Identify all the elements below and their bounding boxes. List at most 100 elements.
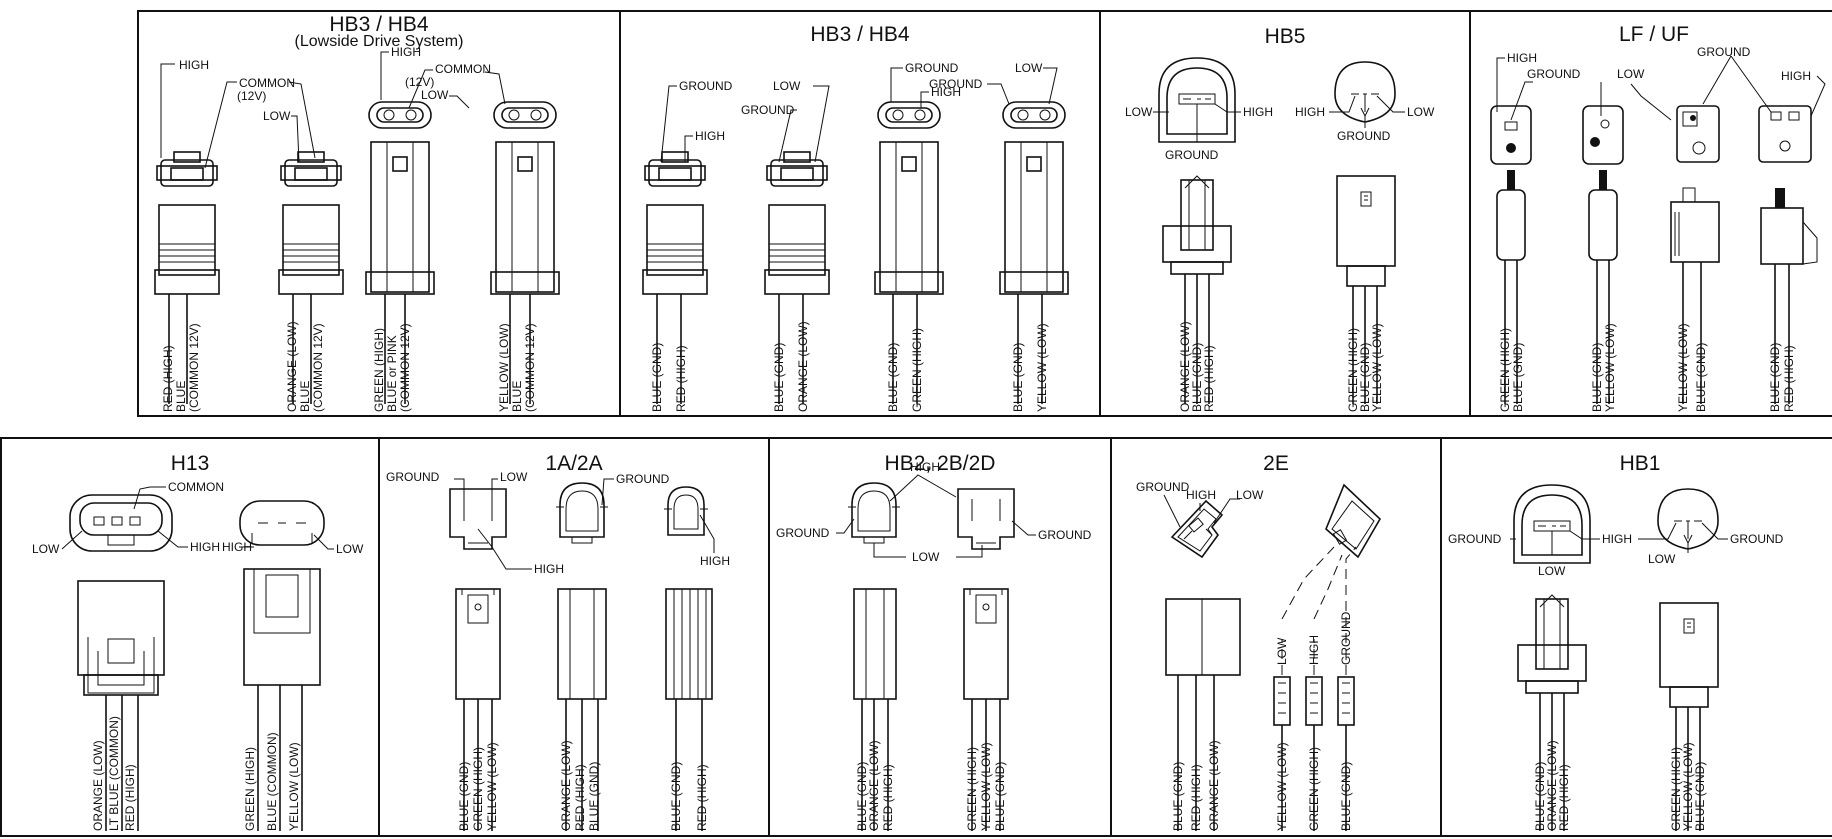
connector-hb3-side-1 xyxy=(642,151,708,404)
wire-label: BLUE (GND) xyxy=(993,762,1007,831)
label-ground-2: GROUND xyxy=(1730,532,1784,546)
label-high: HIGH xyxy=(1186,488,1216,502)
label-low: LOW xyxy=(500,470,528,484)
panel-hb5: HB5 LOW GROUND HIGH HIGH xyxy=(1099,10,1471,417)
wire-label: ORANGE (LOW) xyxy=(285,321,299,412)
wire-label: (COMMON 12V) xyxy=(311,323,325,412)
label-low: LOW xyxy=(1236,488,1264,502)
wire-label: ORANGE (LOW) xyxy=(1178,321,1192,412)
wire-label: GREEN (HIGH) xyxy=(1346,328,1360,412)
panel-title: HB1 xyxy=(1619,452,1661,475)
panel-title: LF / UF xyxy=(1618,23,1689,46)
panel-title: 1A/2A xyxy=(545,452,603,475)
label-low: LOW xyxy=(1125,105,1153,119)
wire-label: YELLOW (LOW) xyxy=(1275,742,1289,831)
connector-hb3-face-3 xyxy=(874,101,944,404)
connector-2e-body xyxy=(1165,598,1241,831)
label-low-2: LOW xyxy=(336,542,364,556)
panel-hb3-hb4-lowside: HB3 / HB4 (Lowside Drive System) xyxy=(137,10,621,417)
wire-label: BLUE (GND) xyxy=(1171,762,1185,831)
connector-2e-angled xyxy=(1325,483,1382,559)
hb5-diagram: LOW GROUND HIGH HIGH GROUND LOW ORANGE (… xyxy=(1125,57,1435,412)
label-high: HIGH xyxy=(534,562,564,576)
wire-label: RED (HIGH) xyxy=(573,764,587,831)
terminal-2e-3 xyxy=(1337,676,1355,831)
wire-label: YELLOW (LOW) xyxy=(1370,323,1384,412)
label-ground-3: GROUND xyxy=(905,61,959,75)
wire-label: BLUE (GND) xyxy=(1358,343,1372,412)
connector-2e-face xyxy=(1170,499,1224,559)
label-high: HIGH xyxy=(190,540,220,554)
wire-label: BLUE (GND) xyxy=(1768,343,1782,412)
label-ground: GROUND xyxy=(1165,148,1219,162)
wire-label: RED (HIGH) xyxy=(695,764,709,831)
label-12v: (12V) xyxy=(237,89,266,103)
panel-hb3-hb4: HB3 / HB4 xyxy=(619,10,1101,417)
panel-title: HB2, 2B/2D xyxy=(884,452,996,475)
label-low-4: LOW xyxy=(1015,61,1043,75)
wire-label: BLUE (GND) xyxy=(855,762,869,831)
connector-lfuf-2 xyxy=(1582,105,1624,404)
connector-hb5-face-1 xyxy=(1158,57,1236,404)
wire-label: ORANGE (LOW) xyxy=(91,740,105,831)
connector-lfuf-1 xyxy=(1490,105,1532,404)
panel-title: H13 xyxy=(170,452,210,475)
label-high-2: HIGH xyxy=(1781,69,1811,83)
label-high: HIGH xyxy=(910,460,940,474)
label-low-vertical: LOW xyxy=(1275,637,1289,665)
label-ground-2: GROUND xyxy=(741,103,795,117)
wire-label: RED (HIGH) xyxy=(1782,345,1796,412)
wire-label: BLUE (GND) xyxy=(457,762,471,831)
label-low: LOW xyxy=(912,550,940,564)
panel-hb1: HB1 GROUND LOW HIGH LOW xyxy=(1440,437,1832,837)
a12-diagram: GROUND LOW HIGH GROUND HIGH BLUE (GND) G… xyxy=(386,470,730,831)
wire-label: RED (HIGH) xyxy=(881,764,895,831)
label-ground: GROUND xyxy=(386,470,440,484)
wire-label: (COMMON 12V) xyxy=(187,323,201,412)
connector-h13-face-1 xyxy=(69,494,173,831)
wire-label: RED (HIGH) xyxy=(1557,764,1571,831)
connector-hb3-side-1 xyxy=(154,151,220,404)
wire-label: YELLOW (LOW) xyxy=(1603,323,1617,412)
wire-label: BLUE (GND) xyxy=(1533,762,1547,831)
label-high: HIGH xyxy=(1507,51,1537,65)
wire-label: BLUE (GND) xyxy=(650,343,664,412)
wire-label: GREEN (HIGH) xyxy=(243,747,257,831)
wire-label: BLUE (GND) xyxy=(1511,343,1525,412)
label-ground-4: GROUND xyxy=(929,77,983,91)
connector-hb3-face-4 xyxy=(490,101,560,404)
panel-title: HB3 / HB4 xyxy=(810,23,910,46)
label-ground-2: GROUND xyxy=(616,472,670,486)
wire-label: BLUE or PINK xyxy=(385,335,399,412)
hb2-diagram: HIGH GROUND GROUND LOW BLUE (GND) ORANGE… xyxy=(776,460,1092,831)
wire-label: GREEN (HIGH) xyxy=(965,747,979,831)
wire-label: RED (HIGH) xyxy=(1189,764,1203,831)
label-ground: GROUND xyxy=(679,79,733,93)
panel-2e: 2E xyxy=(1110,437,1442,837)
connector-lfuf-4 xyxy=(1758,105,1818,404)
wire-label: BLUE (GND) xyxy=(1590,343,1604,412)
wire-label: GREEN (HIGH) xyxy=(372,328,386,412)
wire-label: YELLOW (LOW) xyxy=(1681,742,1695,831)
label-high: HIGH xyxy=(179,58,209,72)
label-high: HIGH xyxy=(695,129,725,143)
wire-label: ORANGE (LOW) xyxy=(867,740,881,831)
connector-hb3-side-2 xyxy=(278,151,344,404)
wire-label: BLUE (GND) xyxy=(886,343,900,412)
wire-label: GREEN (HIGH) xyxy=(1669,747,1683,831)
wire-label: BLUE (GND) xyxy=(587,762,601,831)
wire-label: GREEN (HIGH) xyxy=(910,328,924,412)
hb3-lowside-diagram: HIGH COMMON (12V) LOW HIGH COMMON (12V) … xyxy=(154,45,560,412)
wire-label: YELLOW (LOW) xyxy=(497,323,511,412)
wire-label: GREEN (HIGH) xyxy=(1307,747,1321,831)
panel-1a-2a: 1A/2A GROUND LOW HIGH xyxy=(378,437,770,837)
label-low: LOW xyxy=(1617,67,1645,81)
wire-label: RED (HIGH) xyxy=(1202,345,1216,412)
label-high-2: HIGH xyxy=(222,540,252,554)
label-low: LOW xyxy=(1538,564,1566,578)
label-ground: GROUND xyxy=(1448,532,1502,546)
label-ground-2: GROUND xyxy=(1038,528,1092,542)
terminal-2e-1 xyxy=(1273,676,1291,831)
wire-label: GREEN (HIGH) xyxy=(1498,328,1512,412)
label-low: LOW xyxy=(263,109,291,123)
